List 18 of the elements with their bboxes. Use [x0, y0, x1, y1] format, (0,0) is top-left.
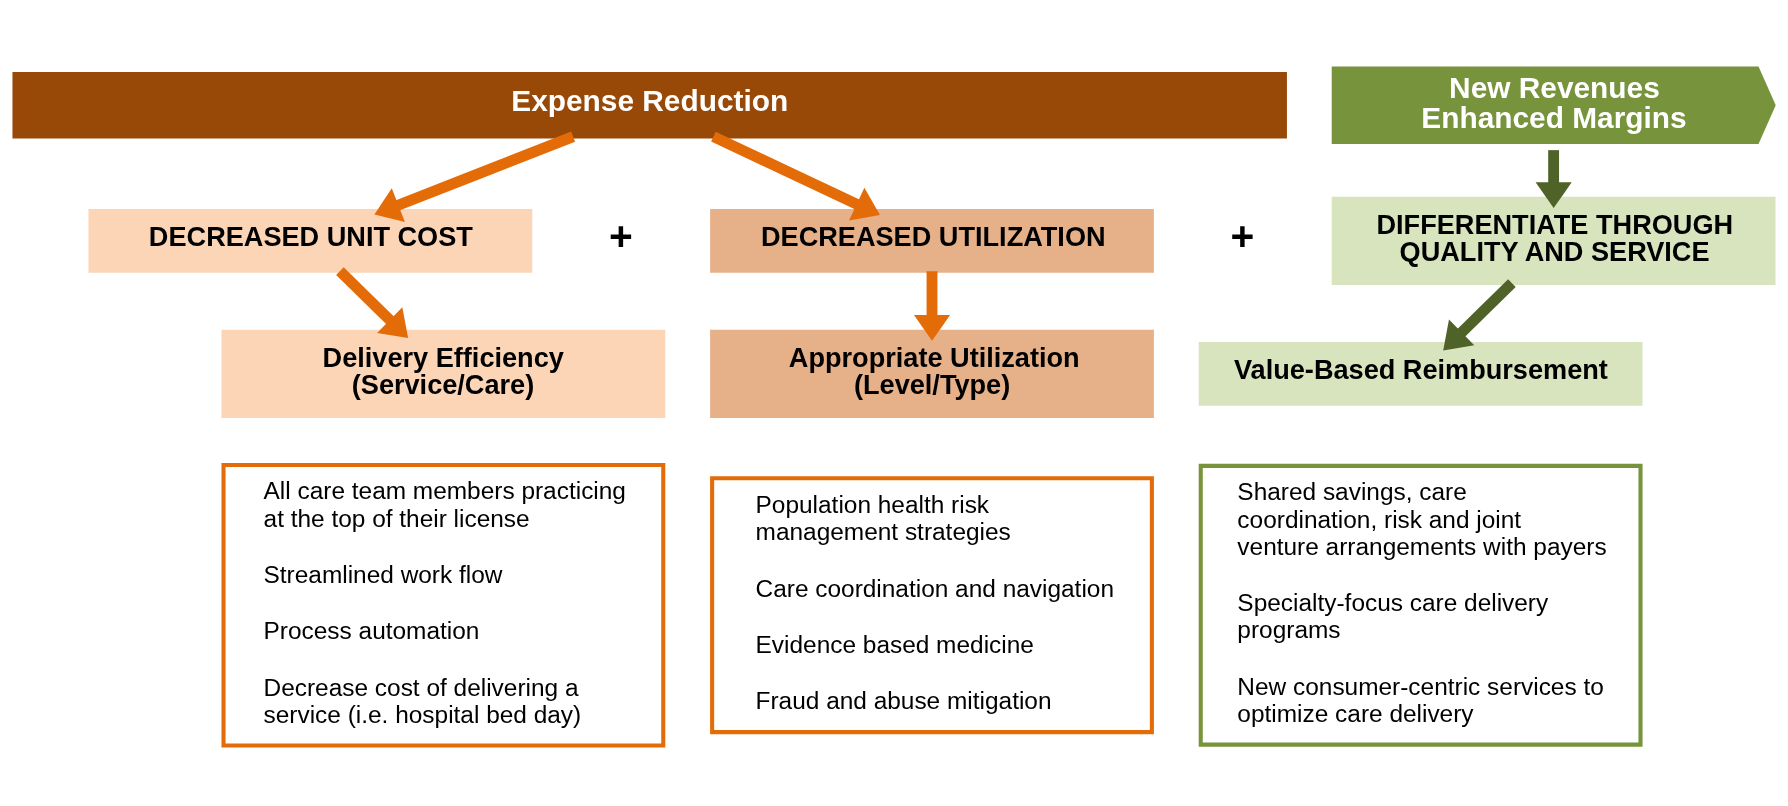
node-box: Value-Based Reimbursement: [1198, 342, 1643, 406]
node-box: Delivery Efficiency (Service/Care): [221, 329, 666, 419]
node-box: Shared savings, care coordination, risk and joint venture arrangements with payers Specialty-focus care delivery programs New consumer-centric services to optimize care delivery: [1198, 463, 1643, 747]
node-box: Appropriate Utilization (Level/Type): [710, 329, 1154, 419]
node-box: DECREASED UTILIZATION: [710, 209, 1154, 273]
node-box: DECREASED UNIT COST: [88, 209, 533, 273]
label: +: [1230, 212, 1255, 259]
arrow: [336, 267, 409, 339]
arrow: [374, 131, 576, 222]
arrow: [711, 131, 880, 221]
node-box: Population health risk management strategies Care coordination and navigation Evidence based medicine Fraud and abuse mitigation: [710, 476, 1154, 735]
node-box: Expense Reduction: [12, 71, 1287, 139]
arrow: [1443, 279, 1516, 351]
node-box: All care team members practicing at the top of their license Streamlined work flow Process automation Decrease cost of delivering a service (i.e. hospital bed day): [221, 463, 666, 748]
arrow: [913, 271, 951, 341]
arrow: [1535, 150, 1572, 209]
node-box: DIFFERENTIATE THROUGH QUALITY AND SERVICE: [1331, 196, 1776, 286]
label: +: [608, 212, 633, 259]
